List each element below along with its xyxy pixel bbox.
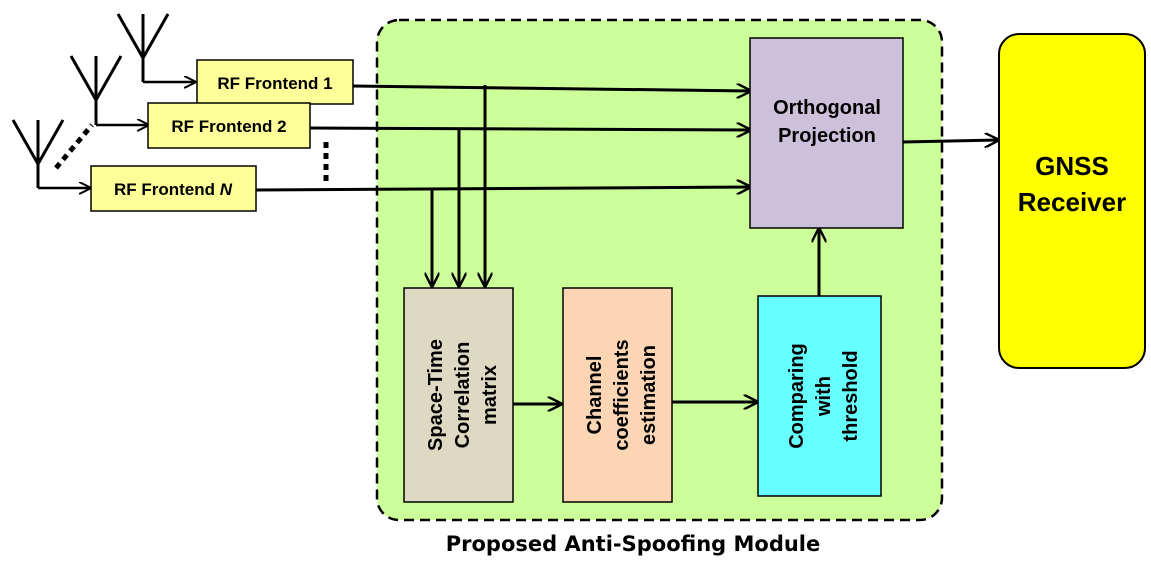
signal-line-2 xyxy=(309,128,750,130)
antenna-icon xyxy=(69,55,148,125)
module-caption: Proposed Anti-Spoofing Module xyxy=(446,532,821,556)
rf-frontend-n-label: RF Frontend N xyxy=(114,180,233,199)
antenna-icon xyxy=(11,119,90,188)
gnss-receiver-block xyxy=(998,33,1146,369)
gnss-receiver-line-2: Receiver xyxy=(1018,187,1126,217)
space-time-line-2: Correlation xyxy=(452,342,474,449)
output-arrow xyxy=(902,140,998,142)
signal-line-n xyxy=(255,187,750,190)
rf-frontend-1-label: RF Frontend 1 xyxy=(217,74,332,93)
comparing-threshold-block xyxy=(757,295,882,497)
rf-frontend-2-label: RF Frontend 2 xyxy=(171,117,286,136)
comparing-line-3: threshold xyxy=(840,350,862,441)
space-time-correlation-block xyxy=(403,287,514,503)
gnss-receiver-line-1: GNSS xyxy=(1035,151,1109,181)
antenna-icon xyxy=(116,13,195,82)
channel-estimation-block xyxy=(562,287,673,503)
channel-line-2: coefficients xyxy=(611,339,633,450)
comparing-line-2: with xyxy=(813,376,835,417)
rf-frontend-2-box xyxy=(147,102,311,149)
comparing-line-1: Comparing xyxy=(786,343,808,449)
orthogonal-projection-line-2: Projection xyxy=(778,125,876,147)
space-time-line-1: Space-Time xyxy=(425,339,447,451)
rf-frontend-n-box xyxy=(90,165,257,212)
signal-line-1 xyxy=(352,86,750,91)
channel-line-1: Channel xyxy=(584,356,606,435)
ellipsis-dotted-line xyxy=(54,123,94,170)
orthogonal-projection-block xyxy=(749,37,904,229)
orthogonal-projection-line-1: Orthogonal xyxy=(773,97,881,119)
space-time-line-3: matrix xyxy=(479,365,501,425)
channel-line-3: estimation xyxy=(638,345,660,445)
